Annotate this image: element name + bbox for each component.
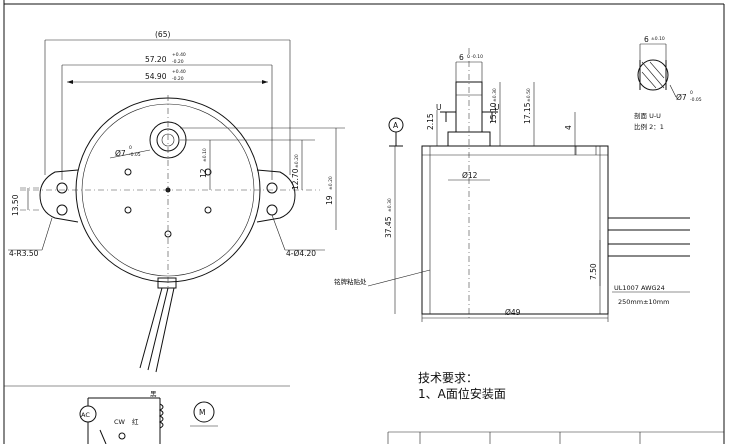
wire-label-red: 红 — [132, 417, 139, 426]
dim-shaft-width-tol: 0 -0.10 — [467, 54, 483, 60]
dim-overall-65: (65) — [155, 30, 170, 39]
dim-body-dia: Ø49 — [505, 308, 521, 317]
dim-offset-12-tol: ±0.10 — [202, 148, 208, 162]
notes-title: 技术要求： — [418, 371, 478, 385]
dim-ear-height: 13.50 — [11, 194, 20, 216]
wiring-diagram: 黑 AC CW 红 M — [4, 385, 290, 444]
dim-mount-outer-tol-lower: -0.20 — [172, 59, 184, 65]
nameplate-label: 铭牌粘贴处 — [334, 277, 367, 286]
dim-1715-tol: ±0.50 — [526, 88, 532, 102]
motor-symbol — [193, 401, 215, 423]
section-dim-dia: Ø7 — [676, 93, 687, 102]
section-view: 6 ±0.10 Ø7 0 -0.05 剖面 U-U 比例 2：1 — [634, 35, 702, 131]
datum-a-label: A — [393, 121, 399, 130]
dim-offset-1270-tol: ±0.20 — [294, 154, 300, 168]
dim-hub-dia-tol-lower: -0.05 — [129, 152, 141, 158]
side-view: A U U 6 0 -0.10 Ø12 2.15 1 — [334, 48, 690, 322]
dim-height: 37.45 — [384, 216, 393, 238]
dim-mount-inner-tol-lower: -0.20 — [172, 76, 184, 82]
dim-mount-outer: 57.20 — [145, 55, 167, 64]
dim-1510: 15.10 — [489, 102, 498, 124]
section-marker-right: U — [494, 103, 500, 112]
dim-hub-dia: Ø7 — [115, 149, 126, 158]
dim-1715: 17.15 — [523, 102, 532, 124]
dim-shaft-width: 6 — [459, 53, 464, 62]
section-dim-width-tol: ±0.10 — [651, 36, 665, 42]
dim-height-tol: ±0.30 — [387, 198, 393, 212]
notes-item-1: 1、A面位安装面 — [418, 386, 506, 401]
dim-4: 4 — [564, 125, 573, 130]
dim-hub-dia-tol-upper: 0 — [129, 145, 132, 151]
dim-offset-12: 12 — [199, 168, 208, 178]
dim-1510-tol: ±0.30 — [492, 88, 498, 102]
section-dim-dia-tol-upper: 0 — [690, 90, 693, 96]
section-caption-line1: 剖面 U-U — [634, 111, 661, 120]
dim-radius: 4-R3.50 — [9, 249, 39, 258]
dim-lead-offset: 7.50 — [589, 263, 598, 280]
dim-mount-outer-tol-upper: +0.40 — [172, 52, 186, 58]
front-view: (65) 57.20 +0.40 -0.20 54.90 +0.40 -0.20 — [8, 30, 345, 373]
wire-length: 250mm±10mm — [618, 298, 669, 306]
wire-spec: UL1007 AWG24 — [614, 284, 665, 292]
drawing-frame — [3, 0, 725, 444]
dim-holes: 4-Ø4.20 — [286, 249, 316, 258]
wire-label-black: 黑 — [150, 390, 157, 398]
section-dim-dia-tol-lower: -0.05 — [690, 97, 702, 103]
dim-215: 2.15 — [426, 113, 435, 130]
dim-mount-inner: 54.90 — [145, 72, 167, 81]
dim-offset-1270: 12.70 — [291, 168, 300, 190]
section-dim-width: 6 — [644, 35, 649, 44]
dim-offset-19: 19 — [325, 195, 334, 205]
dim-offset-19-tol: ±0.20 — [328, 176, 334, 190]
section-marker-left: U — [436, 103, 442, 112]
section-caption-line2: 比例 2：1 — [634, 122, 664, 131]
dim-hub-dia-side: Ø12 — [462, 171, 478, 180]
technical-notes: 技术要求： 1、A面位安装面 — [418, 371, 506, 401]
wire-label-cw: CW — [114, 418, 126, 426]
wire-label-motor: M — [199, 408, 205, 417]
wire-label-ac: AC — [81, 411, 90, 419]
dim-mount-inner-tol-upper: +0.40 — [172, 69, 186, 75]
